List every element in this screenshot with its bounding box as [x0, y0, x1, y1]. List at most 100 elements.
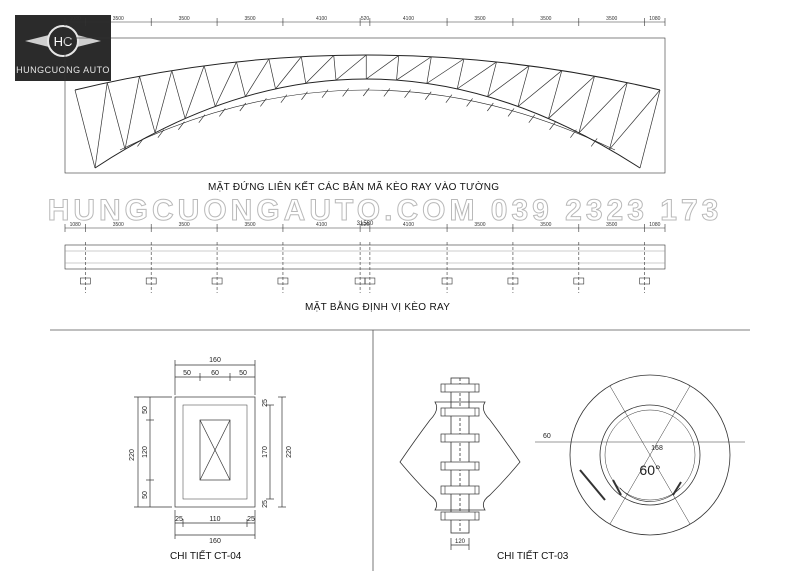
truss-vertical [639, 89, 661, 169]
plan-beam [64, 244, 666, 270]
truss-diagonal [245, 58, 270, 97]
rib-mark [507, 108, 515, 117]
watermark: HUNGCUONGAUTO.COM 039 2323 173 [47, 194, 723, 228]
ct04-right-small-top: 25 [262, 399, 269, 407]
truss-diagonal [154, 70, 173, 133]
rib-mark [301, 91, 308, 100]
truss-diagonal [366, 55, 399, 80]
plan-dimension-label: 1080 [70, 222, 81, 228]
ct04-bottom-total: 160 [209, 538, 221, 545]
plan-total-dimension: 31580 [357, 221, 374, 227]
rib-mark [260, 98, 267, 107]
rib-mark [549, 121, 556, 130]
detail-ct04-drawing: 160 50 60 50 220 50 120 50 170 220 25 25… [129, 357, 293, 545]
truss-vertical [300, 56, 307, 84]
elevation-dimension-label: 3500 [474, 16, 485, 22]
rib-mark [383, 88, 391, 97]
elevation-dimension-label: 4100 [316, 16, 327, 22]
truss-vertical [268, 58, 276, 89]
ct03-rail-profile [399, 401, 521, 511]
truss-diagonal [548, 75, 595, 119]
truss-vertical [203, 65, 216, 107]
ct04-plate [174, 396, 256, 508]
truss-diagonal [305, 55, 335, 84]
rib-mark [590, 138, 598, 147]
ct03-dim-inner: 168 [651, 445, 663, 452]
plan-dimension-label: 3500 [474, 222, 485, 228]
rib-mark [528, 114, 536, 123]
rib-mark [321, 89, 329, 98]
truss-vertical [171, 70, 186, 119]
ct04-left-part-2: 120 [142, 446, 149, 458]
ct04-right-mid: 170 [262, 446, 269, 458]
plan-anchor-posts [80, 242, 650, 293]
truss-web-members [74, 54, 661, 169]
ct03-dim-left: 60 [543, 433, 551, 440]
truss-diagonal [214, 61, 237, 107]
ct04-top-part-2: 60 [211, 370, 219, 377]
plan-anchor [364, 277, 376, 285]
rib-mark [280, 94, 288, 103]
logo: HC HUNGCUONG AUTO [15, 15, 111, 81]
rib-mark [198, 114, 206, 123]
bolt [440, 461, 480, 471]
rib-mark [445, 94, 453, 103]
plan-dimension-ticks [64, 224, 666, 232]
elevation-dimension-label: 4100 [403, 16, 414, 22]
elevation-title: MẶT ĐỨNG LIÊN KẾT CÁC BẢN MÃ KÈO RAY VÀO… [208, 182, 500, 193]
rib-mark [487, 102, 494, 112]
logo-name: HUNGCUONG AUTO [16, 65, 110, 75]
truss-diagonal [457, 61, 497, 90]
plan-dimension-label: 1080 [649, 222, 660, 228]
ct04-opening [199, 419, 231, 481]
bolt [440, 485, 480, 495]
plan-anchor [639, 277, 650, 285]
ct03-outer-ring [569, 374, 731, 536]
elevation-dimension-label: 1080 [70, 16, 81, 22]
ct03-caption: CHI TIẾT CT-03 [497, 551, 569, 562]
ct04-bottom-part-3: 25 [247, 516, 255, 523]
ct03-bolt-dim: 120 [455, 539, 466, 545]
plan-dimension-label: 3500 [540, 222, 551, 228]
elevation-dimension-label: 520 [361, 16, 370, 22]
truss-diagonal [396, 56, 432, 81]
truss-vertical [396, 55, 400, 81]
rib-mark [239, 102, 247, 112]
truss-vertical [106, 82, 126, 150]
truss-vertical [456, 58, 465, 89]
rib-mark [157, 129, 165, 138]
plan-anchor [507, 277, 519, 285]
plan-dimension-label: 3500 [113, 222, 124, 228]
plan-anchor [573, 277, 585, 285]
ct04-right-total: 220 [286, 446, 293, 458]
truss-diagonal [487, 65, 530, 97]
plan-dimension-label: 4100 [403, 222, 414, 228]
rib-mark [178, 121, 185, 130]
bolt [440, 511, 480, 521]
plan-anchor [145, 277, 157, 285]
truss-vertical [139, 76, 156, 133]
truss-diagonal [124, 76, 140, 150]
plan-dimension-label: 3500 [179, 222, 190, 228]
elevation-dimension-label: 1080 [649, 16, 660, 22]
plan-dimension-label: 3500 [244, 222, 255, 228]
plan-dimension-label: 4100 [316, 222, 327, 228]
plan-dimension-label: 3500 [606, 222, 617, 228]
truss-diagonal [578, 82, 628, 134]
ct04-right-small-bottom: 25 [262, 500, 269, 508]
ct03-side-view [399, 377, 521, 534]
detail-ct03-drawing: 120 60 168 60 60° [399, 374, 745, 550]
plan-anchor [277, 277, 289, 285]
rib-marks [137, 87, 598, 147]
rib-mark [137, 138, 144, 147]
elevation-dimension-label: 3500 [244, 16, 255, 22]
truss-diagonal [275, 56, 302, 90]
bolt [440, 407, 480, 417]
truss-vertical [578, 76, 595, 133]
ct03-bolts [440, 383, 480, 521]
truss-diagonal [609, 89, 661, 150]
ct03-inner-ring [599, 404, 701, 506]
